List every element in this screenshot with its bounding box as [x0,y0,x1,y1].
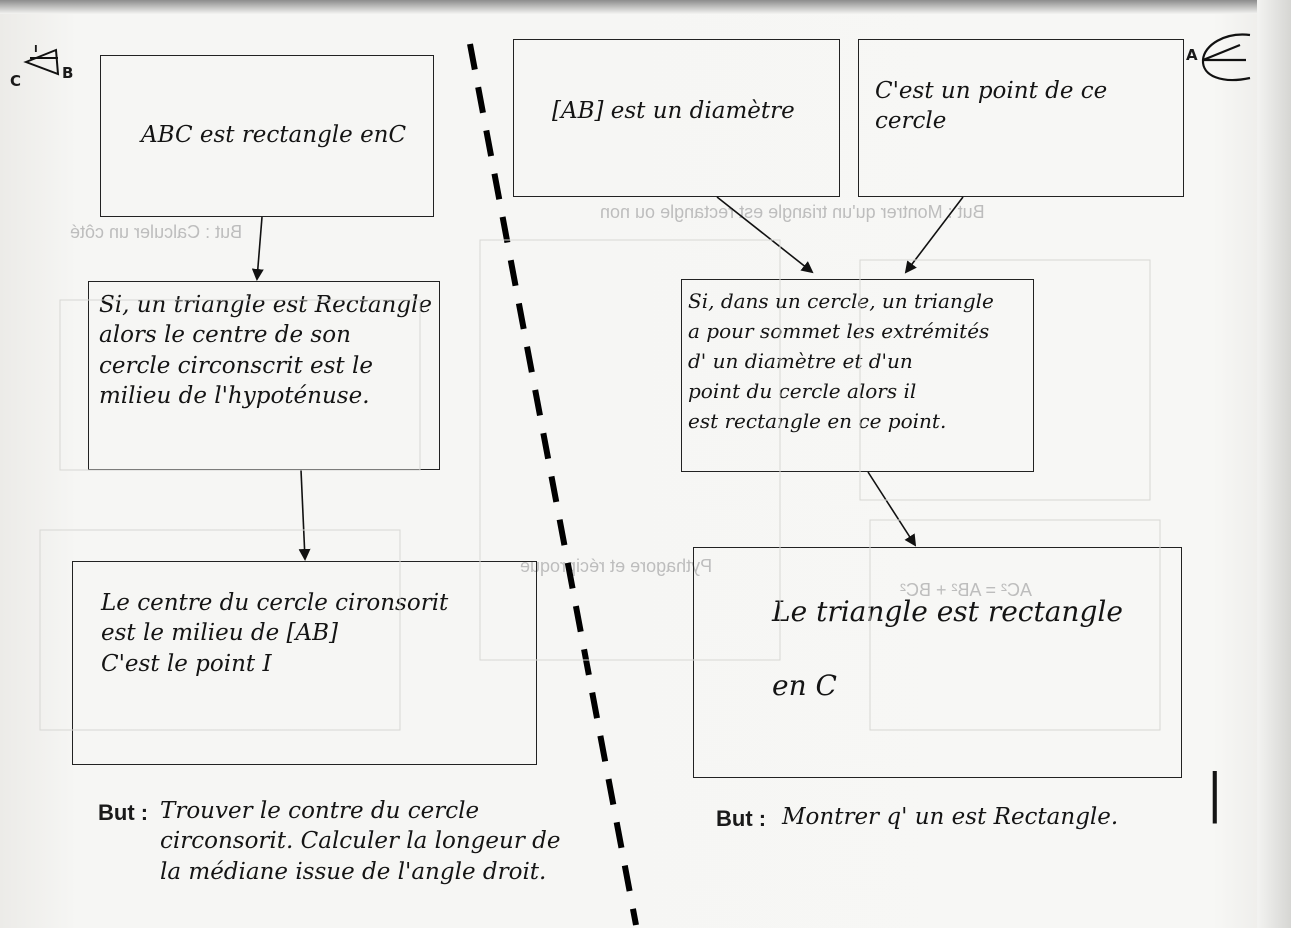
arrow-right-2 [904,196,964,274]
right-conclusion-box: Le triangle est rectangle en C [693,547,1182,778]
arrow-left-2 [298,469,311,561]
right-goal-text: Montrer q' un est Rectangle. [782,804,1119,830]
corner-label-i: I [34,44,38,55]
triangle-sketch-icon [23,48,60,76]
left-conclusion-box: Le centre du cercle cironsorit est le mi… [72,561,537,765]
left-hypothesis-text: ABC est rectangle enC [141,122,407,148]
margin-mark: | [1206,764,1224,824]
scan-top-shadow [0,0,1291,14]
right-theorem-text: Si, dans un cercle, un triangle a pour s… [688,289,994,433]
left-theorem-text: Si, un triangle est Rectangle alors le c… [99,292,433,410]
right-hypothesis-1-text: [AB] est un diamètre [552,98,795,124]
right-goal-label: But : [716,806,767,831]
corner-label-b: B [62,64,74,82]
right-hypothesis-2-text: C'est un point de ce cercle [875,78,1108,135]
right-theorem-box: Si, dans un cercle, un triangle a pour s… [681,279,1034,472]
arrow-right-3 [867,471,917,547]
left-theorem-box: Si, un triangle est Rectangle alors le c… [88,281,440,470]
left-goal-text: Trouver le contre du cercle circonsorit.… [160,798,561,885]
left-goal-label: But : [98,800,149,825]
circle-sketch-icon [1201,33,1251,82]
corner-label-a: A [1186,46,1198,64]
arrow-right-1 [716,196,814,274]
bleed-through-rules [39,239,1161,731]
right-hypothesis-1-box: [AB] est un diamètre [513,39,840,197]
corner-label-c: C [10,72,22,90]
dashed-divider [467,43,639,926]
right-conclusion-text: Le triangle est rectangle en C [772,595,1123,702]
arrow-left-1 [251,216,264,281]
scan-right-shadow [1257,0,1291,928]
right-hypothesis-2-box: C'est un point de ce cercle [858,39,1184,197]
left-hypothesis-box: ABC est rectangle enC [100,55,434,217]
left-conclusion-text: Le centre du cercle cironsorit est le mi… [101,590,449,677]
